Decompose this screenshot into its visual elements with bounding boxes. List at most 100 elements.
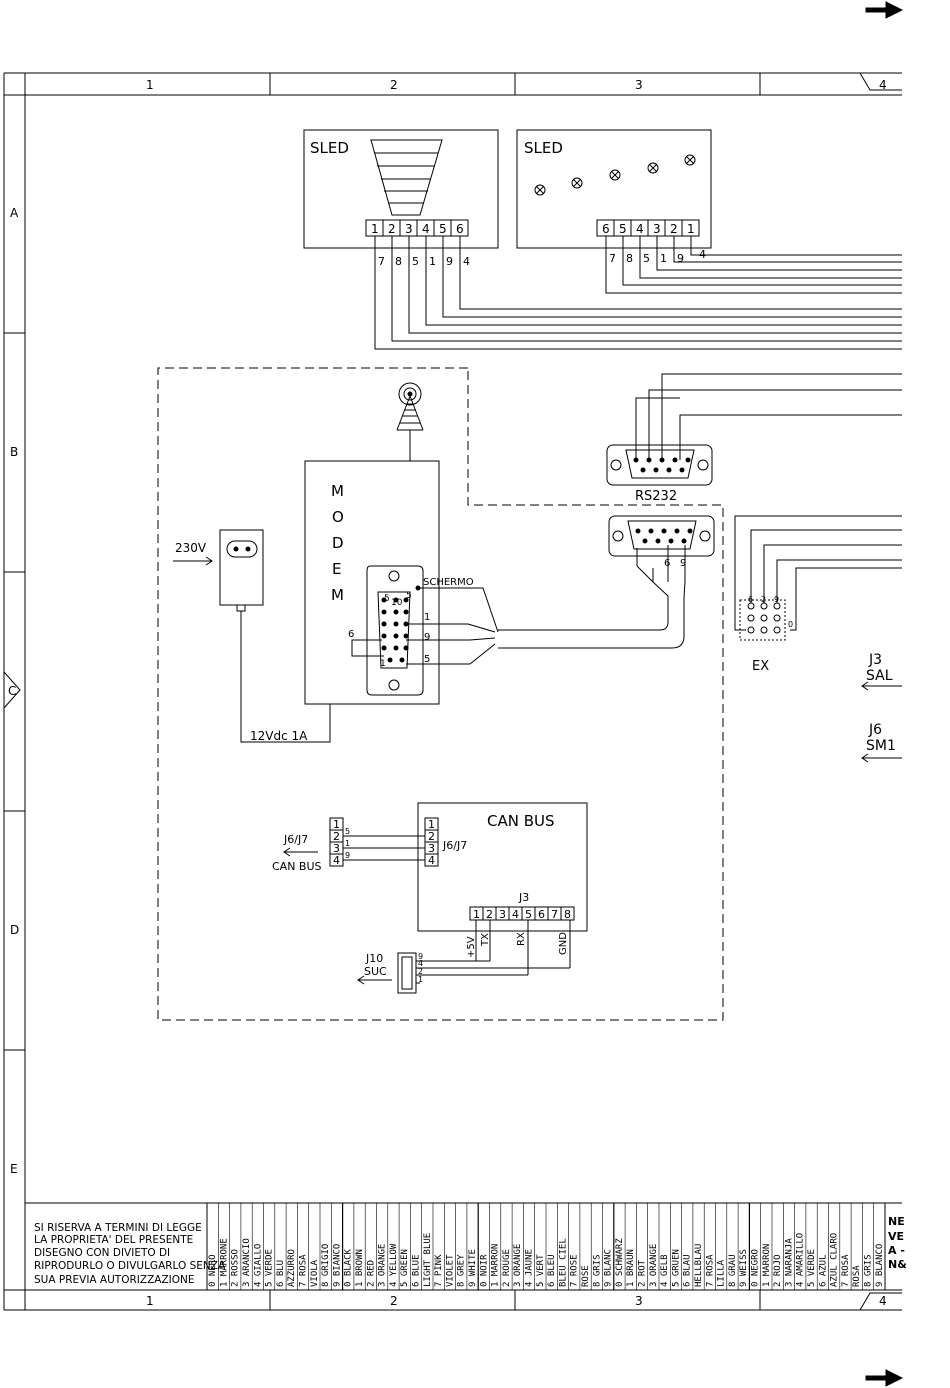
canbus-ext-pin: 3 (333, 842, 340, 855)
color-code-entry: 8 GRIGIO (321, 1244, 331, 1287)
canbus-j3-pin: 7 (551, 908, 558, 921)
color-code-entry: 9 BIANCO (332, 1244, 342, 1287)
led-lamp-icon (535, 155, 695, 195)
sled-right-wire: 8 (626, 252, 633, 265)
color-code-entry: AZZURRO (287, 1249, 297, 1287)
canbus-ext-pin: 2 (333, 830, 340, 843)
sled-left-pin: 5 (439, 222, 447, 236)
row-label-c: C (8, 684, 16, 698)
next-page-arrow-bottom (866, 1370, 902, 1386)
signal-5v-label: +5V (466, 936, 477, 958)
color-code-entry: 9 WEISS (739, 1249, 749, 1287)
modem-label-letter: M (331, 586, 344, 604)
sled-left-pin: 1 (371, 222, 379, 236)
sled-right-pin: 4 (636, 222, 644, 236)
color-code-entry: VIOLET (445, 1254, 455, 1287)
color-code-entry: VIOLA (310, 1259, 320, 1287)
canbus-ext-connector (284, 818, 425, 866)
canbus-ext-label-b: CAN BUS (272, 860, 322, 873)
color-code-table-frame (25, 1203, 902, 1290)
color-code-entry: 8 GRAU (728, 1254, 738, 1287)
signal-tx-label: TX (480, 933, 491, 947)
color-code-entry: 3 ORANGE (378, 1244, 388, 1287)
power-output-label: 12Vdc 1A (250, 729, 308, 743)
signal-gnd-label: GND (558, 932, 569, 955)
row-label-b: B (10, 445, 18, 459)
row-label-a: A (10, 206, 19, 220)
column-label-2: 2 (390, 78, 398, 92)
sled-left-wire: 8 (395, 255, 402, 268)
j3-label: J3 (868, 652, 882, 668)
modem-pin-label: 5 (406, 591, 412, 601)
db9-connector (609, 516, 714, 556)
canbus-ext-label-a: J6/J7 (283, 833, 308, 846)
power-input-label: 230V (175, 541, 207, 555)
color-code-entry: 6 BLEU (547, 1254, 557, 1287)
db9-wire: 6 (664, 558, 670, 569)
sled-right-pin: 1 (687, 222, 695, 236)
color-code-entry: 7 PINK (434, 1254, 444, 1287)
canbus-ext-pin: 4 (333, 854, 340, 867)
color-code-entry: 8 GRIS (592, 1254, 602, 1287)
sled-left-pin: 3 (405, 222, 413, 236)
db9-wire: 9 (680, 558, 686, 569)
color-code-entry: HELLBLAU (694, 1244, 704, 1287)
color-code-entry: 6 BLU (276, 1260, 286, 1287)
modem-label-letter: D (332, 534, 344, 552)
canbus-pin: 3 (428, 842, 435, 855)
j10-connector (358, 920, 570, 993)
color-code-entry: LILLA (717, 1259, 727, 1287)
modem-label-letter: O (332, 508, 344, 526)
color-code-entry: 3 ORANGE (513, 1244, 523, 1287)
color-code-entry: AZUL CLARO (830, 1233, 840, 1287)
color-code-entry: 8 GRIS (864, 1254, 874, 1287)
j3-sal-arrow (862, 682, 902, 690)
legal-line: LA PROPRIETA' DEL PRESENTE (34, 1234, 193, 1246)
j6-sm1-arrow (862, 754, 902, 762)
sled-left-wire: 4 (463, 255, 470, 268)
title-block-line: NE (888, 1215, 905, 1228)
title-block-line: VE (888, 1230, 904, 1243)
column-label-2-bottom: 2 (390, 1294, 398, 1308)
color-code-entry: 0 BLACK (344, 1248, 354, 1287)
j10-pin: 1 (418, 975, 423, 984)
color-code-entry: ROSE (581, 1265, 591, 1287)
color-code-entry: ROSA (852, 1265, 862, 1287)
color-code-entry: 4 GELB (660, 1254, 670, 1287)
next-page-arrow-top (866, 2, 902, 18)
color-code-entry: 2 RED (366, 1260, 376, 1287)
modem-label-letter: M (331, 482, 344, 500)
rs232-label: RS232 (635, 489, 677, 504)
j10-pin: 4 (418, 959, 423, 968)
j6-label: J6 (868, 722, 882, 738)
sled-right-wire: 1 (660, 252, 667, 265)
sled-left (304, 130, 498, 248)
color-code-entry: 2 ROT (638, 1259, 648, 1287)
sm1-label: SM1 (866, 738, 896, 754)
color-code-entry: LIGHT BLUE (423, 1233, 433, 1287)
column-label-3: 3 (635, 78, 643, 92)
canbus-j3-pin: 4 (512, 908, 519, 921)
color-code-entry: BLEU CIEL (558, 1238, 568, 1287)
rs232-connector (607, 374, 902, 485)
canbus-j3-label: J3 (518, 891, 529, 904)
legal-line: SUA PREVIA AUTORIZZAZIONE (34, 1274, 194, 1286)
sled-right-wire: 5 (643, 252, 650, 265)
color-code-entry: 6 BLAU (683, 1254, 693, 1287)
canbus-ext-wire: 5 (345, 827, 350, 836)
sled-left-pin: 4 (422, 222, 430, 236)
canbus-ext-wire: 9 (345, 851, 350, 860)
color-code-entry: 5 VERDE (807, 1249, 817, 1287)
color-code-entry: 6 BLUE (412, 1254, 422, 1287)
color-code-entry: 7 ROSA (841, 1254, 851, 1287)
modem-pin-label: 5 (384, 594, 390, 604)
color-code-entry: 4 GIALLO (253, 1244, 263, 1287)
sled-right-wiring (606, 236, 902, 293)
sled-right-pin: 5 (619, 222, 627, 236)
color-code-entry: 2 ROSSO (231, 1249, 241, 1287)
j10-pin: 2 (418, 967, 423, 976)
color-code-entry: 2 ROUGE (502, 1249, 512, 1287)
row-label-e: E (10, 1162, 18, 1176)
color-code-entry: 1 MARRON (762, 1244, 772, 1287)
